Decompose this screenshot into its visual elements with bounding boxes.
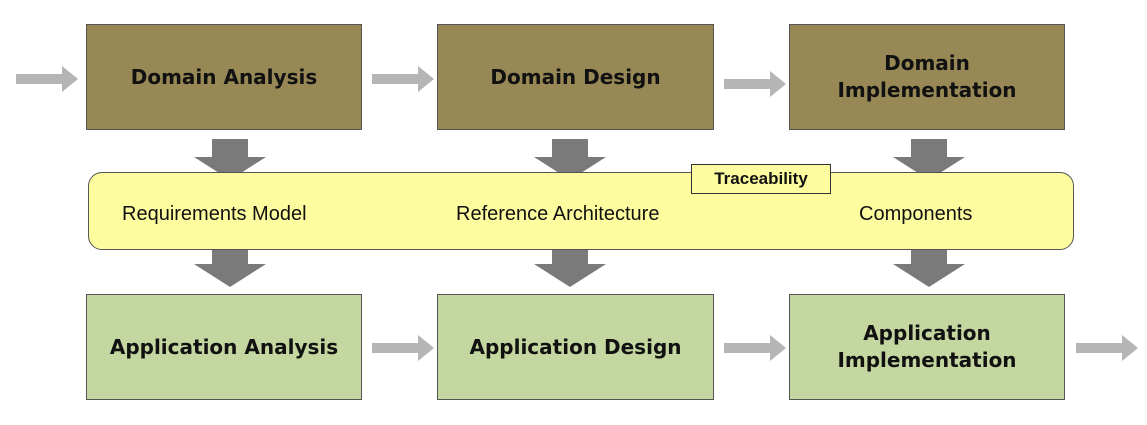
traceability-label: Traceability	[691, 164, 831, 194]
application-implementation-box: Application Implementation	[789, 294, 1065, 400]
down-arrow-model-to-app-analysis	[194, 245, 266, 287]
down-arrow-components-to-app-implementation	[893, 245, 965, 287]
application-analysis-box: Application Analysis	[86, 294, 362, 400]
down-arrow-design-to-architecture	[534, 139, 606, 180]
arrow-app-analysis-to-design	[372, 335, 434, 361]
arrow-domain-design-to-implementation	[724, 71, 786, 97]
down-arrow-implementation-to-components	[893, 139, 965, 180]
artifact-band	[88, 172, 1074, 250]
requirements-model-label: Requirements Model	[122, 203, 307, 225]
domain-implementation-box: Domain Implementation	[789, 24, 1065, 130]
domain-design-box: Domain Design	[437, 24, 714, 130]
entry-arrow	[16, 66, 78, 92]
down-arrow-analysis-to-model	[194, 139, 266, 180]
components-label: Components	[859, 203, 973, 225]
arrow-app-design-to-implementation	[724, 335, 786, 361]
exit-arrow	[1076, 335, 1138, 361]
application-design-box: Application Design	[437, 294, 714, 400]
down-arrow-architecture-to-app-design	[534, 245, 606, 287]
reference-architecture-label: Reference Architecture	[456, 203, 660, 225]
domain-analysis-box: Domain Analysis	[86, 24, 362, 130]
arrow-domain-analysis-to-design	[372, 66, 434, 92]
